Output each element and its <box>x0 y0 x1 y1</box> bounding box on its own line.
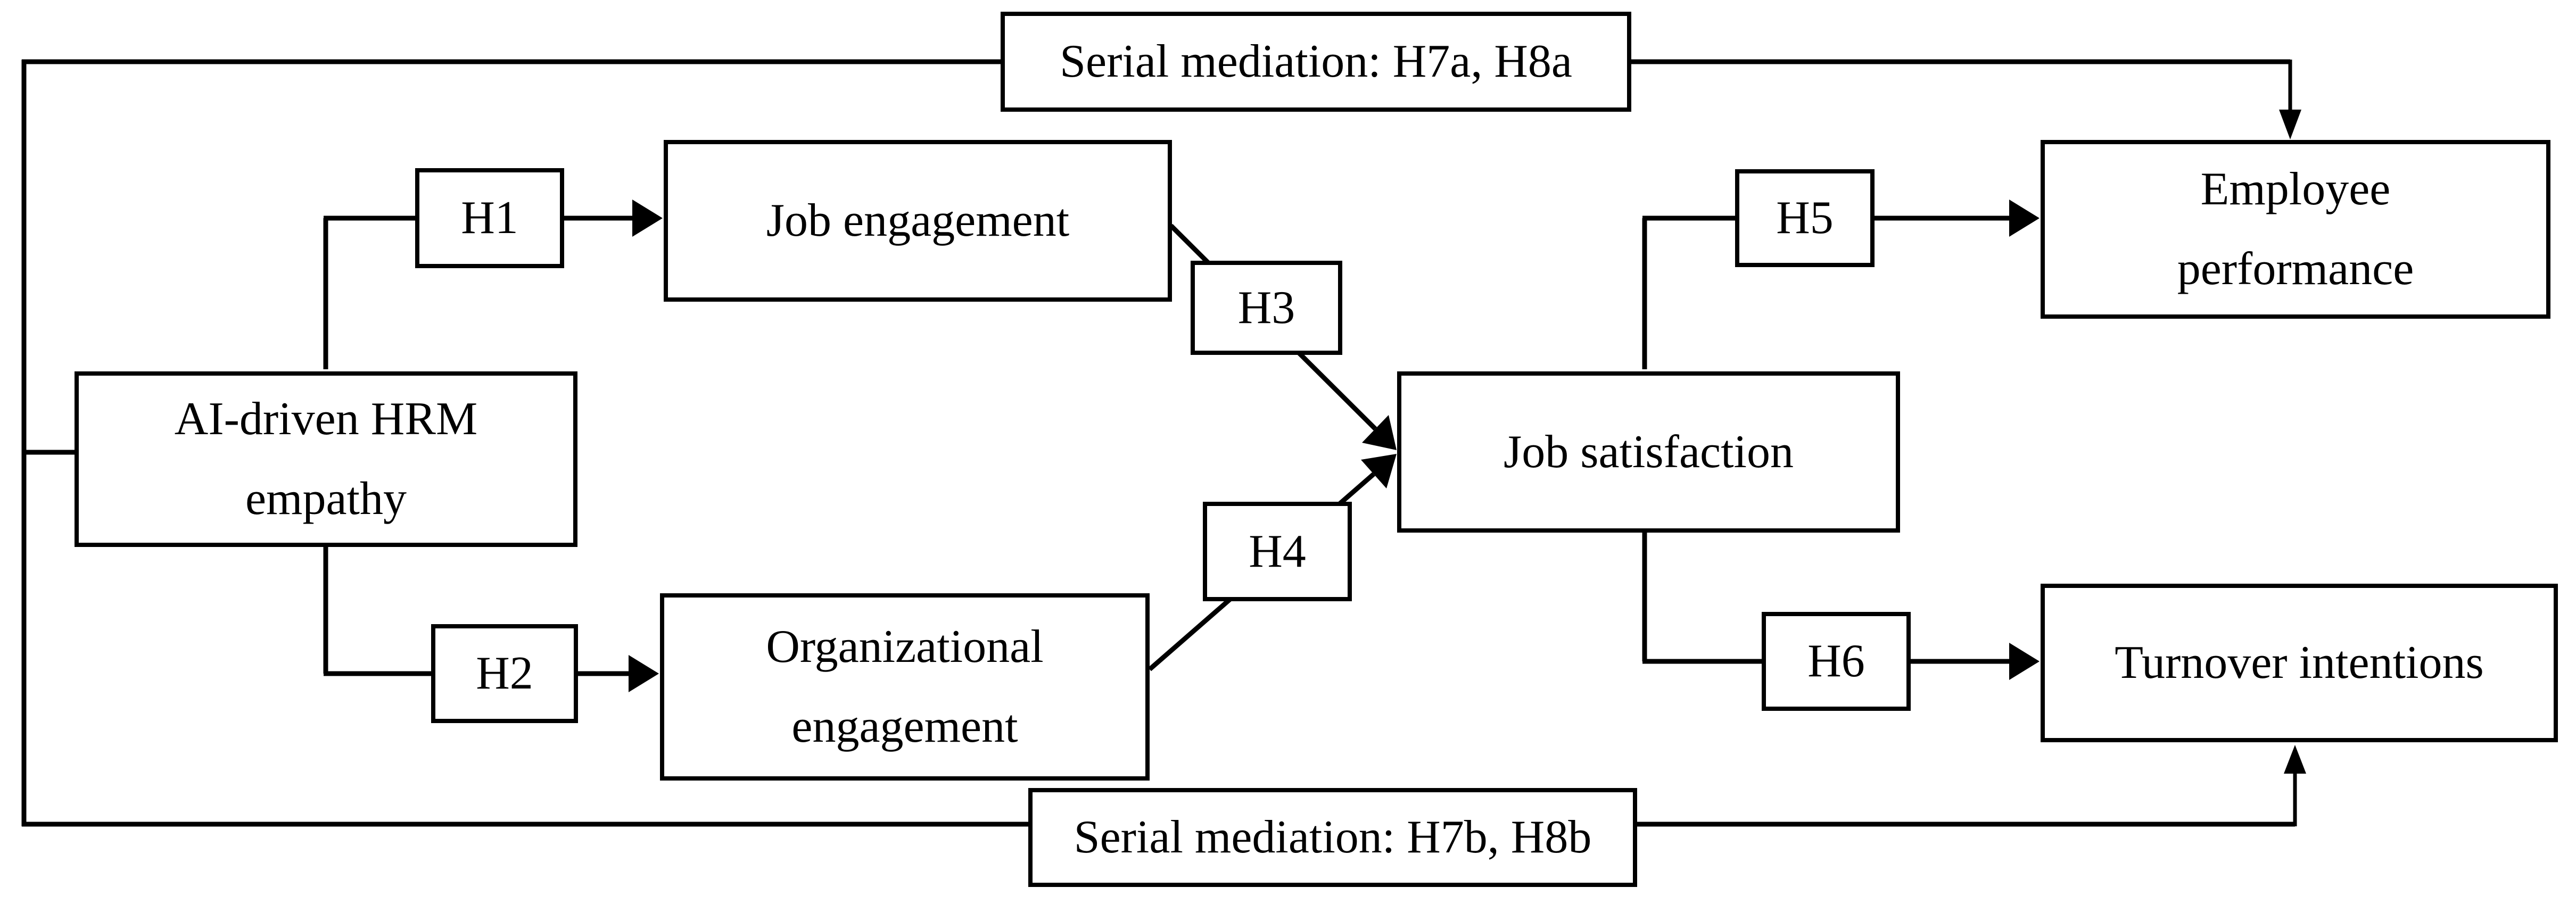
hypothesis-box-h6: H6 <box>1762 612 1911 711</box>
turnover-intentions-label: Turnover intentions <box>2115 637 2484 689</box>
arrowhead-into-employee-performance-top <box>2279 110 2301 139</box>
ai-driven-hrm-empathy-label: AI-driven HRM empathy <box>174 393 478 525</box>
hypothesis-box-h5: H5 <box>1735 169 1875 267</box>
arrowhead-into-org-engagement <box>629 655 659 692</box>
hypothesis-box-h1: H1 <box>415 168 564 268</box>
organizational-engagement-label: Organizational engagement <box>766 621 1044 752</box>
arrowhead-into-turnover-intentions <box>2009 643 2040 680</box>
h1-label: H1 <box>461 192 518 244</box>
node-job-engagement: Job engagement <box>664 140 1172 302</box>
serial-mediation-bottom-label: Serial mediation: H7b, H8b <box>1074 811 1592 864</box>
hypothesis-box-h4: H4 <box>1203 502 1352 601</box>
node-employee-performance: Employee performance <box>2041 140 2550 319</box>
hypothesis-box-h3: H3 <box>1191 261 1342 355</box>
node-serial-mediation-bottom: Serial mediation: H7b, H8b <box>1028 788 1637 887</box>
h6-label: H6 <box>1807 635 1865 687</box>
serial-mediation-top-label: Serial mediation: H7a, H8a <box>1060 36 1572 88</box>
h3-label: H3 <box>1237 281 1295 334</box>
hypothesis-box-h2: H2 <box>431 624 578 723</box>
arrowhead-into-employee-performance <box>2009 200 2040 237</box>
node-turnover-intentions: Turnover intentions <box>2041 584 2558 742</box>
arrowhead-into-job-engagement <box>632 200 663 237</box>
arrowhead-h3-into-job-satisfaction <box>1362 415 1397 450</box>
h5-label: H5 <box>1776 192 1834 244</box>
h4-label: H4 <box>1249 525 1306 577</box>
node-serial-mediation-top: Serial mediation: H7a, H8a <box>1001 12 1631 112</box>
node-job-satisfaction: Job satisfaction <box>1397 371 1900 533</box>
node-organizational-engagement: Organizational engagement <box>660 593 1150 781</box>
job-satisfaction-label: Job satisfaction <box>1503 426 1794 478</box>
node-ai-driven-hrm-empathy: AI-driven HRM empathy <box>75 371 577 547</box>
job-engagement-label: Job engagement <box>766 195 1070 247</box>
employee-performance-label: Employee performance <box>2177 163 2414 295</box>
arrowhead-h4-into-job-satisfaction <box>1361 454 1397 488</box>
h2-label: H2 <box>476 648 533 700</box>
arrowhead-into-turnover-intentions-bottom <box>2284 745 2306 774</box>
